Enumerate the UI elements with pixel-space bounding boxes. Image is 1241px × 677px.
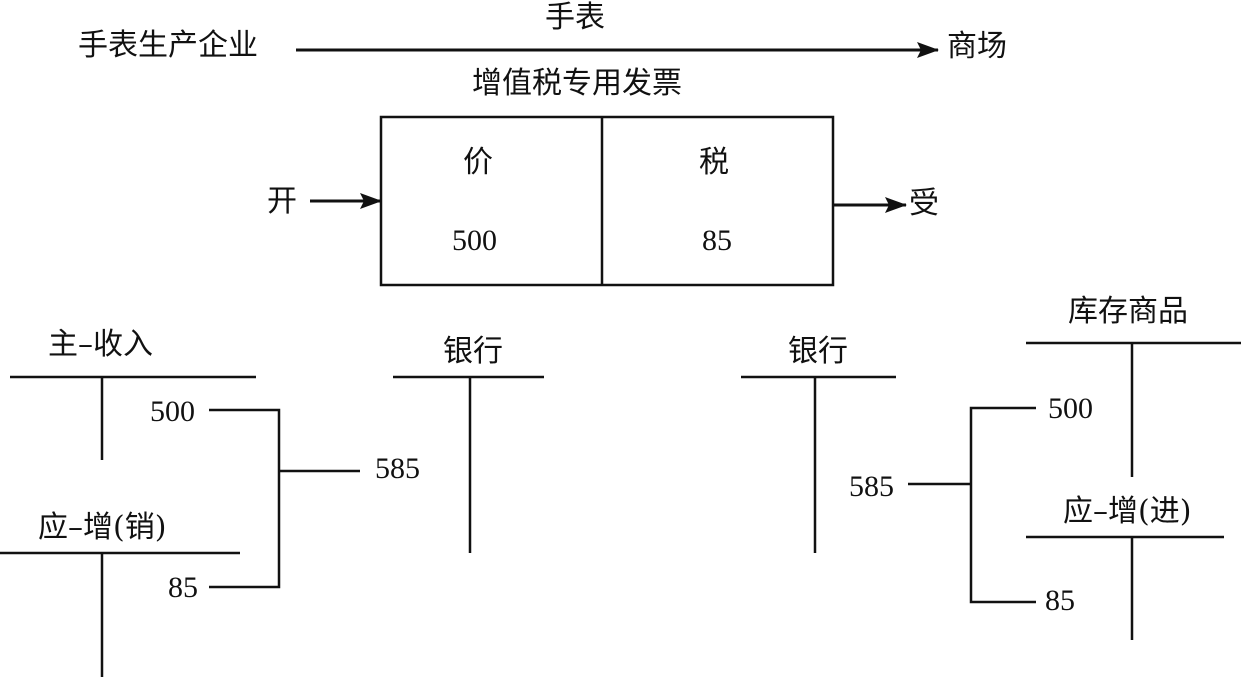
t-account-bank-buyer [741,375,896,553]
receive-label: 受 [909,186,939,221]
t-account-revenue [10,375,256,460]
seller-entry-bracket [209,408,360,589]
t-account-vat-output [0,551,240,677]
t-account-bank-seller [393,375,544,553]
tax-value: 85 [702,224,732,257]
buyer-vat-amount: 85 [1045,584,1075,617]
invoice-title: 增值税专用发票 [472,66,682,101]
seller-label: 手表生产企业 [78,28,258,63]
goods-label: 手表 [545,0,605,35]
buyer-entry-bracket [908,406,1036,604]
t-account-vat-input [1026,535,1224,640]
tax-header: 税 [699,145,729,180]
seller-bank-account-title: 银行 [443,334,503,369]
issue-label: 开 [267,184,297,219]
t-account-inventory [1026,341,1241,477]
invoice-box [379,115,835,287]
vat-output-account-title: 应–增(销) [38,510,167,545]
revenue-account-title: 主–收入 [48,327,153,362]
buyer-label: 商场 [947,29,1007,64]
price-value: 500 [452,224,497,257]
inventory-account-title: 库存商品 [1068,294,1188,329]
price-header: 价 [463,145,493,180]
seller-revenue-amount: 500 [150,395,195,428]
buyer-inventory-amount: 500 [1048,392,1093,425]
seller-vat-amount: 85 [168,571,198,604]
buyer-bank-account-title: 银行 [788,334,848,369]
buyer-total-amount: 585 [849,470,894,503]
vat-input-account-title: 应–增(进) [1063,494,1192,529]
seller-total-amount: 585 [375,452,420,485]
